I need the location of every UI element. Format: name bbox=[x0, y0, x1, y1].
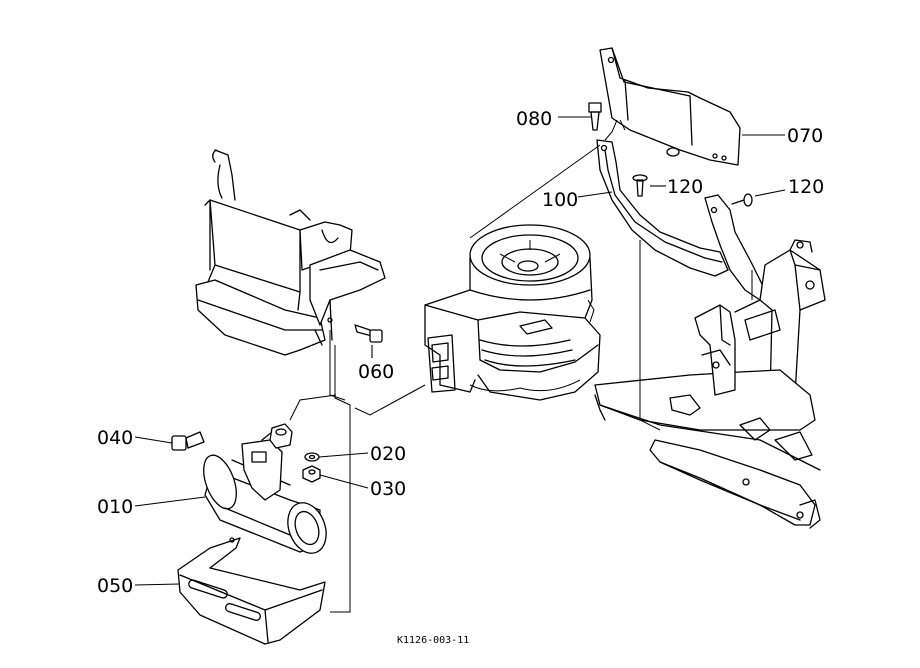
washer-020 bbox=[304, 452, 320, 462]
muffler-010 bbox=[203, 423, 327, 554]
mounting-frame bbox=[594, 239, 826, 529]
part-label-080: 080 bbox=[516, 108, 552, 130]
bolt-060 bbox=[354, 324, 383, 343]
muffler-cover-lower-050 bbox=[177, 537, 326, 645]
assembly-reference-lines bbox=[289, 119, 753, 613]
drawing-code: K1126-003-11 bbox=[397, 635, 469, 646]
part-label-020: 020 bbox=[370, 443, 406, 465]
bracket-plate-100 bbox=[596, 139, 766, 301]
part-label-040: 040 bbox=[97, 427, 133, 449]
part-label-030: 030 bbox=[370, 478, 406, 500]
part-label-120-right: 120 bbox=[788, 176, 824, 198]
bolt-040 bbox=[171, 431, 205, 451]
screw-120-right bbox=[731, 193, 753, 207]
leader-lines bbox=[134, 116, 786, 586]
nut-030 bbox=[302, 465, 321, 483]
screw-120-upper bbox=[632, 174, 648, 197]
part-labels: 080 070 100 120 120 060 040 020 030 010 … bbox=[97, 108, 824, 597]
screw-080 bbox=[588, 102, 602, 131]
part-label-100: 100 bbox=[542, 189, 578, 211]
part-label-070: 070 bbox=[787, 125, 823, 147]
part-label-010: 010 bbox=[97, 496, 133, 518]
part-label-050: 050 bbox=[97, 575, 133, 597]
part-label-120-upper: 120 bbox=[667, 176, 703, 198]
part-label-060: 060 bbox=[358, 361, 394, 383]
engine-illustration bbox=[424, 224, 601, 401]
muffler-cover-upper bbox=[195, 149, 386, 356]
heat-shield-070 bbox=[599, 47, 741, 166]
